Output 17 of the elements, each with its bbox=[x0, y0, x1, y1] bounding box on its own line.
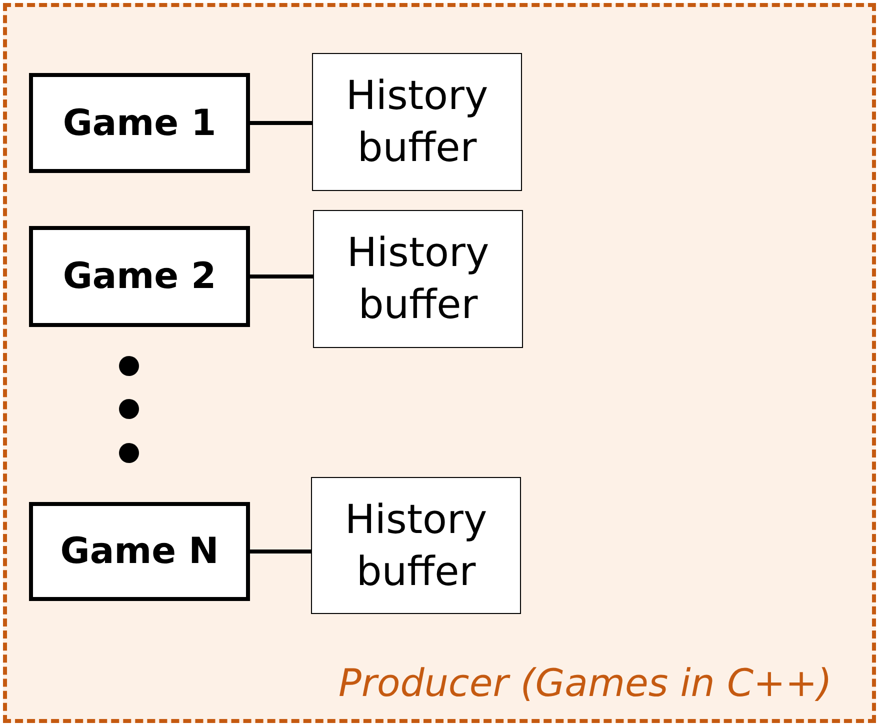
game-box bbox=[29, 226, 250, 327]
game-label: Game 2 bbox=[62, 256, 216, 297]
producer-container bbox=[3, 3, 876, 723]
game-box bbox=[29, 73, 250, 173]
history-buffer-box bbox=[311, 477, 521, 614]
history-buffer-box bbox=[312, 53, 522, 191]
history-buffer-box bbox=[313, 210, 523, 348]
buffer-label: History buffer bbox=[346, 229, 490, 330]
connector-line bbox=[250, 274, 313, 278]
connector-line bbox=[250, 550, 311, 554]
buffer-label: History buffer bbox=[344, 72, 490, 173]
game-box bbox=[29, 502, 250, 601]
container-title: Producer (Games in C++) bbox=[338, 661, 832, 705]
game-label: Game N bbox=[60, 531, 219, 572]
connector-line bbox=[250, 121, 312, 125]
buffer-label: History buffer bbox=[344, 496, 488, 596]
game-label: Game 1 bbox=[62, 102, 216, 144]
